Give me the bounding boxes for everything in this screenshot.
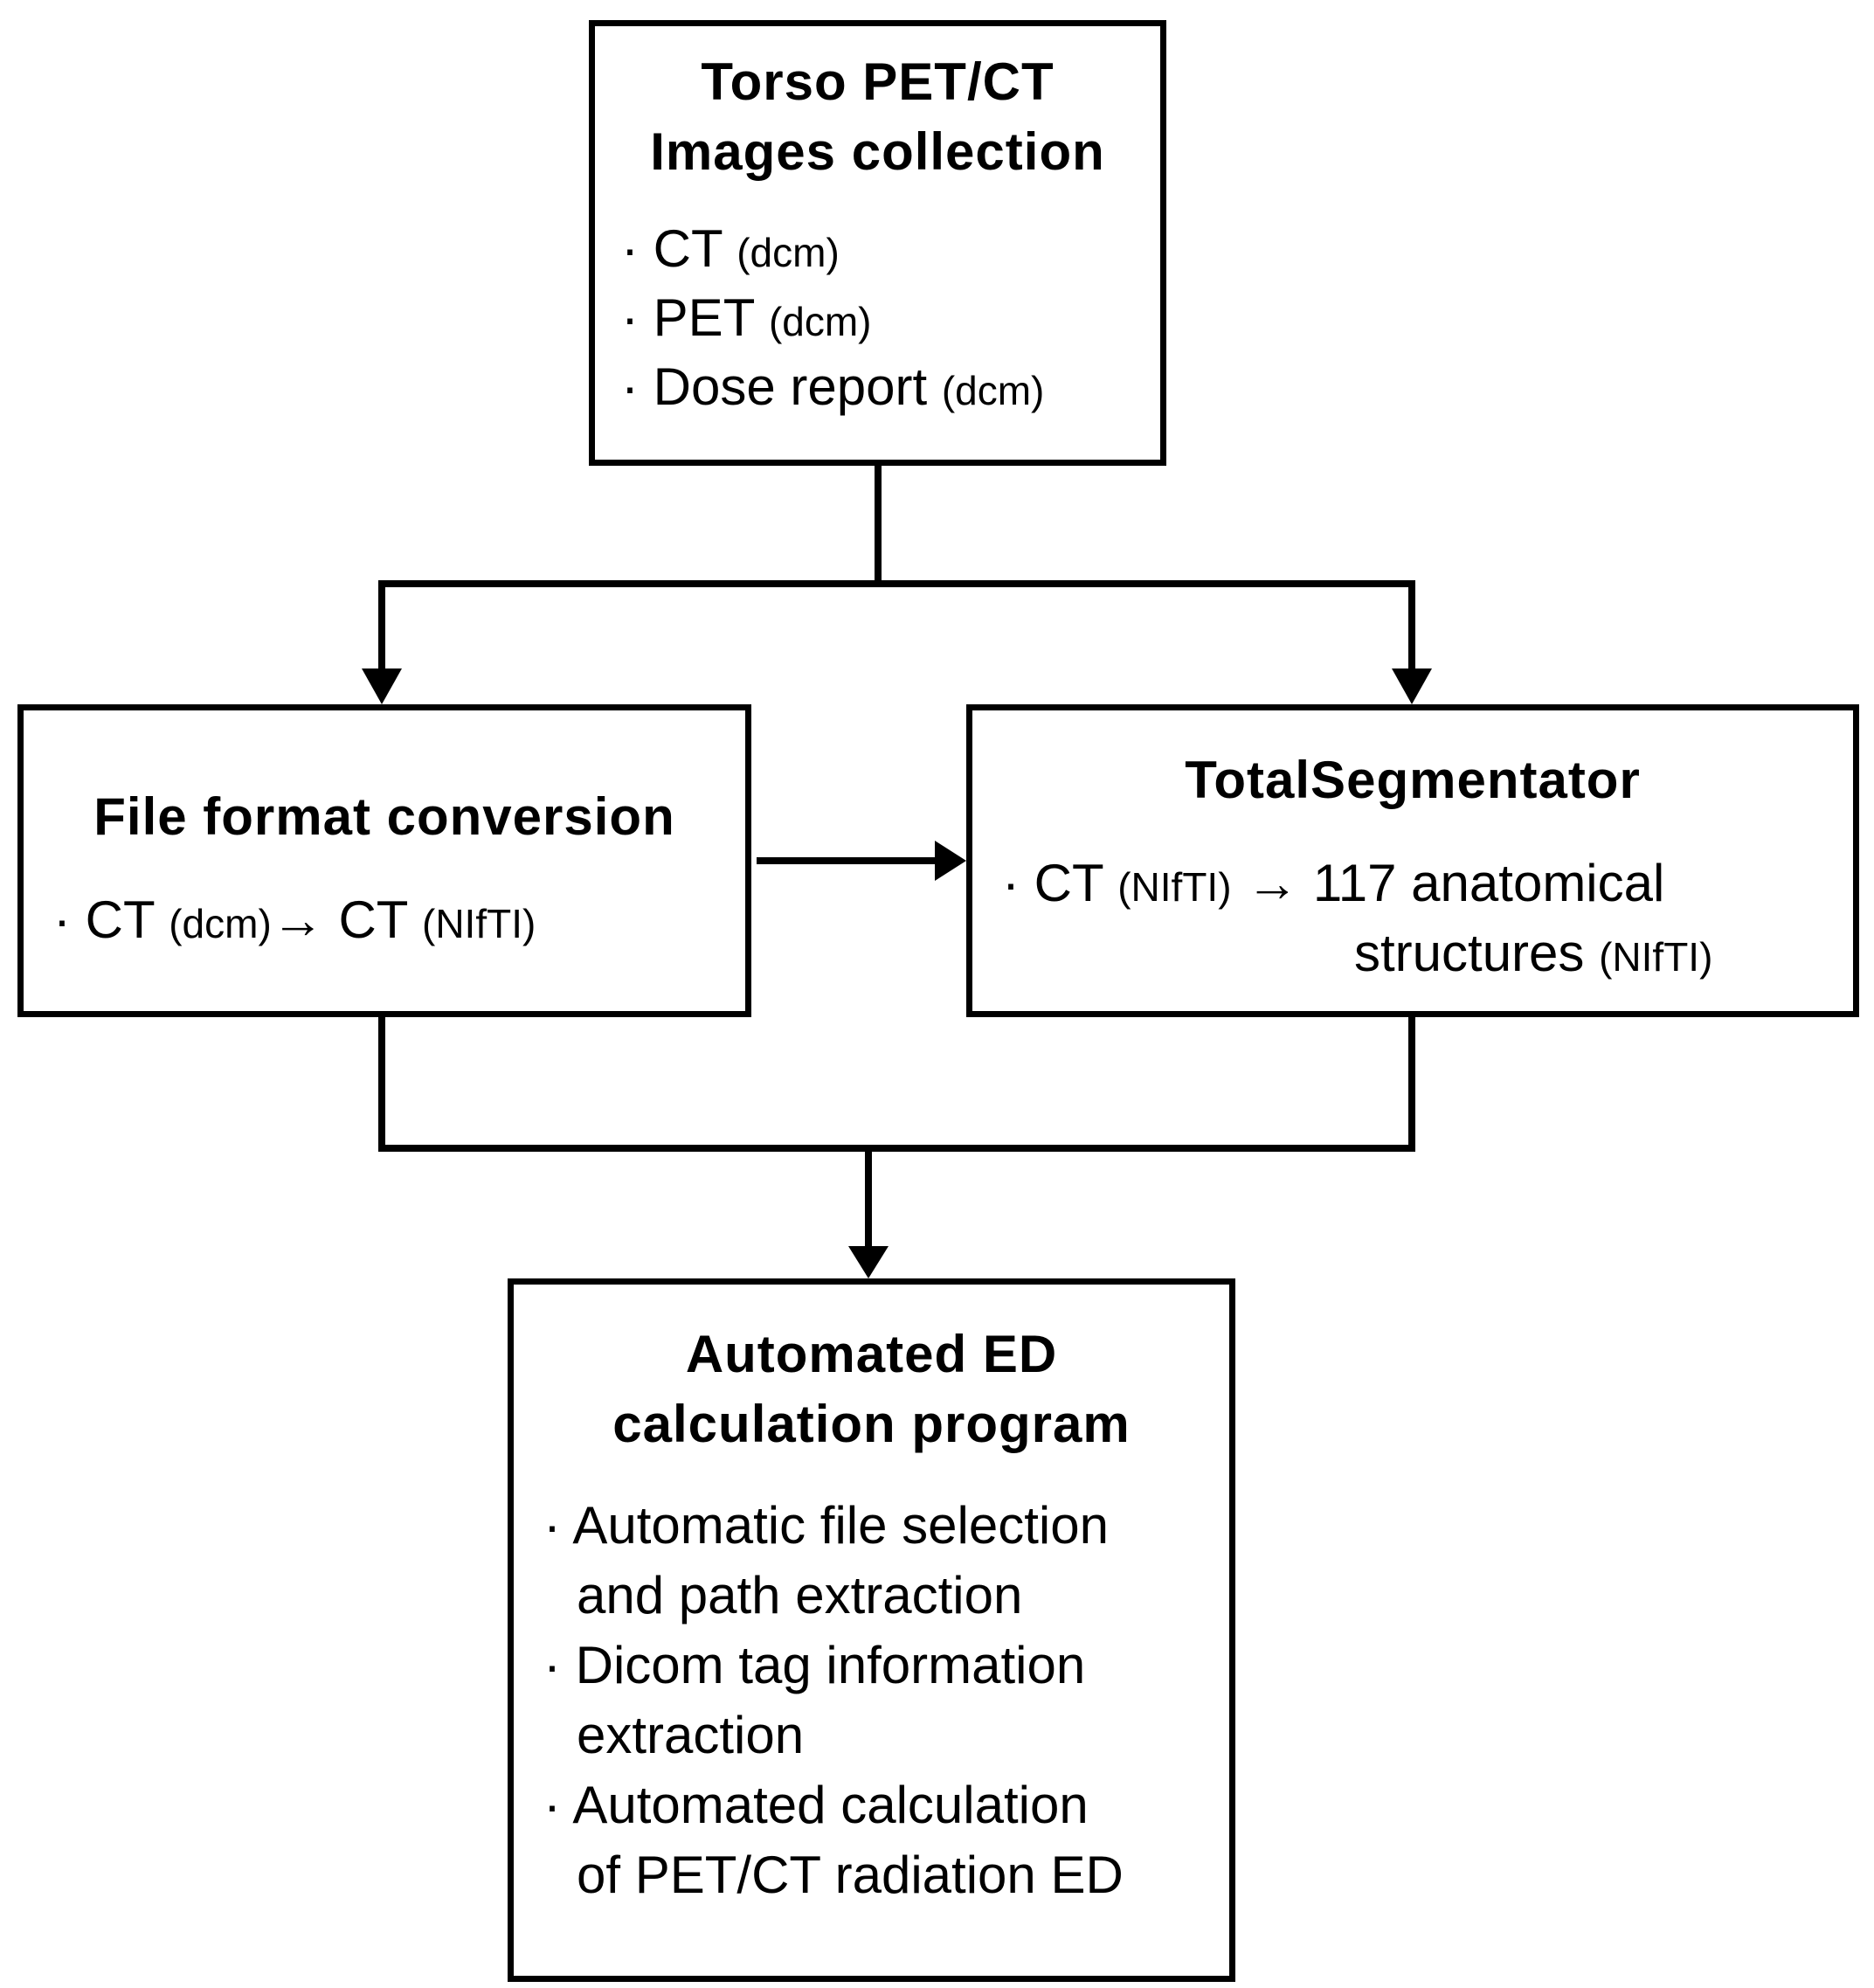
conversion-to: CT xyxy=(338,890,408,949)
conversion-title: File format conversion xyxy=(93,787,675,846)
collection-item-pet: · PET (dcm) xyxy=(621,283,871,357)
arrowhead-to-segmentator xyxy=(1392,668,1432,704)
conversion-from: · CT xyxy=(53,890,155,949)
segmentator-to-line2: structures xyxy=(1354,924,1585,982)
segmentator-title: TotalSegmentator xyxy=(1185,751,1641,809)
segmentator-from-format: (NIfTI) xyxy=(1117,864,1232,910)
connector-split xyxy=(378,580,1415,697)
arrowhead-to-conversion xyxy=(362,668,402,704)
collection-item-dose-report: · Dose report (dcm) xyxy=(621,352,1044,426)
item-format: (dcm) xyxy=(736,230,840,275)
segmentator-to-format: (NIfTI) xyxy=(1599,934,1713,980)
conversion-from-format: (dcm) xyxy=(169,901,272,946)
segmentator-item: · CT (NIfTI) → 117 anatomical xyxy=(1002,849,1664,922)
conversion-item: · CT (dcm)→ CT (NIfTI) xyxy=(53,885,536,959)
item-name: · Dose report xyxy=(621,357,928,416)
item-name: · CT xyxy=(621,219,723,278)
segmentator-from: · CT xyxy=(1002,854,1103,912)
collection-item-ct: · CT (dcm) xyxy=(621,214,840,287)
conversion-arrow: → xyxy=(271,890,324,949)
images-collection-box: Torso PET/CT Images collection · CT (dcm… xyxy=(589,20,1166,466)
ed-item-automated-calculation: · Automated calculation xyxy=(543,1776,1089,1834)
ed-item-automated-calculation-cont: of PET/CT radiation ED xyxy=(577,1846,1124,1904)
arrowhead-conversion-to-segmentator xyxy=(935,841,966,881)
item-name: · PET xyxy=(621,288,755,347)
item-format: (dcm) xyxy=(768,299,872,344)
conversion-to-format: (NIfTI) xyxy=(422,901,536,946)
ed-title-line1: Automated ED xyxy=(685,1325,1058,1383)
item-format: (dcm) xyxy=(941,368,1045,413)
ed-item-dicom-tag: · Dicom tag information xyxy=(543,1636,1086,1694)
arrowhead-to-ed-program xyxy=(848,1246,889,1278)
ed-item-dicom-tag-cont: extraction xyxy=(577,1706,805,1764)
collection-title-line1: Torso PET/CT xyxy=(701,52,1055,111)
ed-title-line2: calculation program xyxy=(612,1395,1131,1453)
ed-item-file-selection: · Automatic file selection xyxy=(543,1496,1109,1555)
collection-title-line2: Images collection xyxy=(650,122,1105,181)
file-format-conversion-box: File format conversion · CT (dcm)→ CT (N… xyxy=(17,704,751,1017)
totalsegmentator-box: TotalSegmentator · CT (NIfTI) → 117 anat… xyxy=(966,704,1859,1017)
segmentator-arrow: → xyxy=(1246,854,1299,912)
ed-calculation-program-box: Automated ED calculation program · Autom… xyxy=(508,1278,1235,1982)
segmentator-item-continuation: structures (NIfTI) xyxy=(1354,918,1712,992)
segmentator-to-line1: 117 anatomical xyxy=(1312,854,1665,912)
connector-merge xyxy=(378,1017,1415,1152)
ed-item-file-selection-cont: and path extraction xyxy=(577,1566,1023,1624)
